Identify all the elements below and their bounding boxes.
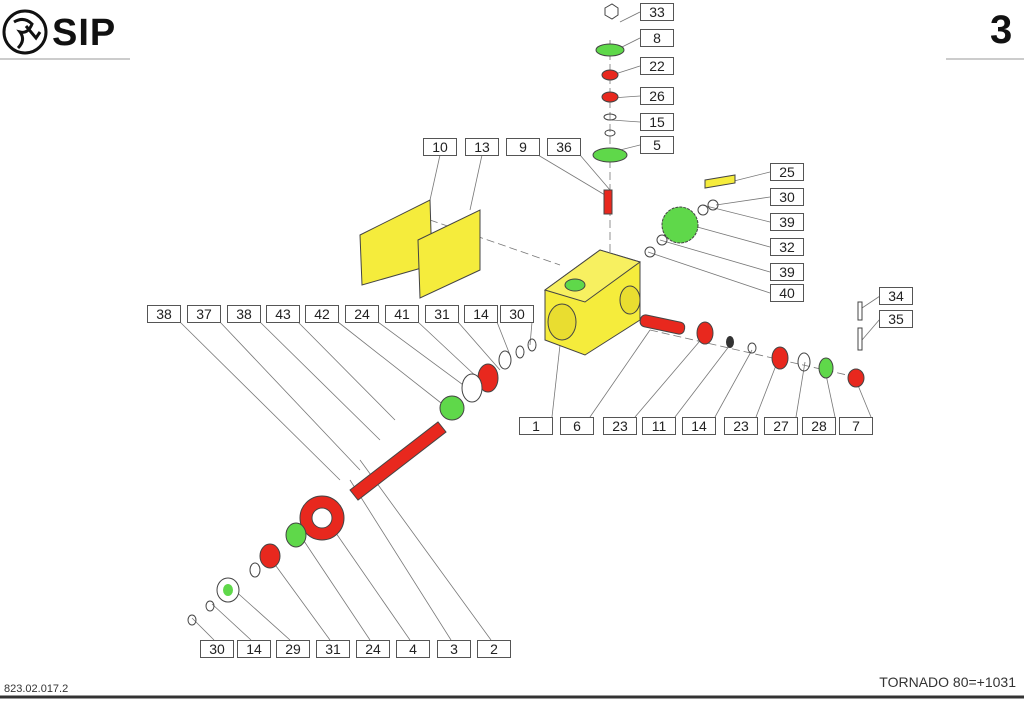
callout: 15	[640, 113, 674, 131]
callout: 2	[477, 640, 511, 658]
sip-logo-icon	[2, 9, 48, 55]
callout: 26	[640, 87, 674, 105]
callout: 38	[227, 305, 261, 323]
callout: 10	[423, 138, 457, 156]
callout: 29	[276, 640, 310, 658]
callout: 31	[425, 305, 459, 323]
callout: 11	[642, 417, 676, 435]
callout: 25	[770, 163, 804, 181]
callout: 30	[770, 188, 804, 206]
callout: 42	[305, 305, 339, 323]
callout: 9	[506, 138, 540, 156]
callout: 35	[879, 310, 913, 328]
callout: 14	[237, 640, 271, 658]
callout: 34	[879, 287, 913, 305]
callout: 24	[345, 305, 379, 323]
callout: 8	[640, 29, 674, 47]
brand-logo-text: SIP	[52, 12, 117, 54]
callout: 30	[200, 640, 234, 658]
callout: 23	[603, 417, 637, 435]
callout: 39	[770, 213, 804, 231]
callout: 14	[682, 417, 716, 435]
page-number: 3	[990, 8, 1013, 52]
callout: 1	[519, 417, 553, 435]
callout: 39	[770, 263, 804, 281]
callout: 5	[640, 136, 674, 154]
callout: 31	[316, 640, 350, 658]
callout: 3	[437, 640, 471, 658]
main-shaft-assembly	[187, 338, 537, 626]
callout: 32	[770, 238, 804, 256]
cover-plates	[359, 199, 481, 299]
model-name: TORNADO 80=+1031	[879, 674, 1016, 690]
document-reference: 823.02.017.2	[4, 683, 69, 695]
right-side-parts	[639, 174, 865, 388]
callout: 27	[764, 417, 798, 435]
callout: 22	[640, 57, 674, 75]
callout: 6	[560, 417, 594, 435]
callout: 36	[547, 138, 581, 156]
callout: 13	[465, 138, 499, 156]
leader-lines	[179, 11, 881, 641]
gearbox-housing	[543, 249, 642, 356]
callout: 33	[640, 3, 674, 21]
callout: 28	[802, 417, 836, 435]
callout: 38	[147, 305, 181, 323]
callout: 43	[266, 305, 300, 323]
callout: 41	[385, 305, 419, 323]
callout: 24	[356, 640, 390, 658]
callout: 4	[396, 640, 430, 658]
callout: 30	[500, 305, 534, 323]
top-stack-parts	[592, 3, 628, 215]
callout: 23	[724, 417, 758, 435]
callout: 40	[770, 284, 804, 302]
callout: 7	[839, 417, 873, 435]
callout: 37	[187, 305, 221, 323]
callout: 14	[464, 305, 498, 323]
